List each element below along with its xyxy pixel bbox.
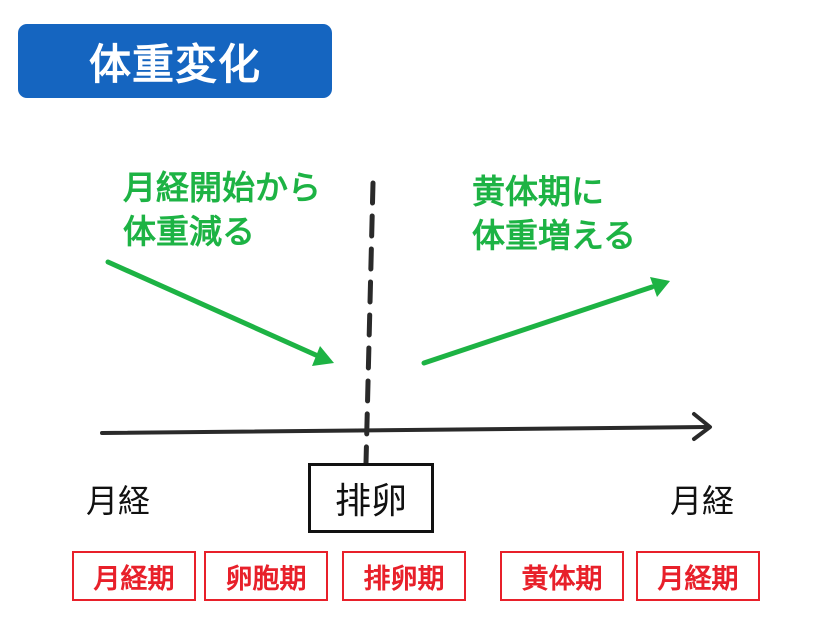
phase-ovulatory: 排卵期 [342, 551, 466, 601]
axis-label-ovulation: 排卵 [334, 481, 407, 522]
annotation-weight-increase: 黄体期に 体重増える [472, 172, 637, 255]
phase-menstrual: 月経期 [72, 551, 196, 601]
weight-decrease-arrowhead [312, 346, 334, 366]
time-axis [100, 425, 708, 435]
axis-label-menstruation-start: 月経 [86, 482, 151, 520]
weight-increase-arrow [421, 284, 655, 366]
time-axis-arrowhead [692, 412, 712, 441]
phase-label: 月経期 [657, 563, 739, 595]
phase-label: 卵胞期 [225, 563, 307, 595]
phase-label: 排卵期 [363, 563, 445, 595]
phase-follicular: 卵胞期 [204, 551, 328, 601]
phase-luteal: 黄体期 [500, 551, 624, 601]
phase-menstrual-next: 月経期 [636, 551, 760, 601]
ovulation-divider [363, 180, 376, 466]
weight-increase-arrowhead [650, 277, 670, 297]
page-title: 体重変化 [18, 24, 332, 98]
ovulation-label-box: 排卵 [308, 463, 434, 533]
weight-decrease-arrow [105, 259, 321, 359]
axis-label-menstruation-end: 月経 [670, 482, 735, 520]
phase-label: 黄体期 [521, 563, 603, 595]
annotation-weight-decrease: 月経開始から 体重減る [123, 168, 321, 251]
phase-label: 月経期 [93, 563, 175, 595]
